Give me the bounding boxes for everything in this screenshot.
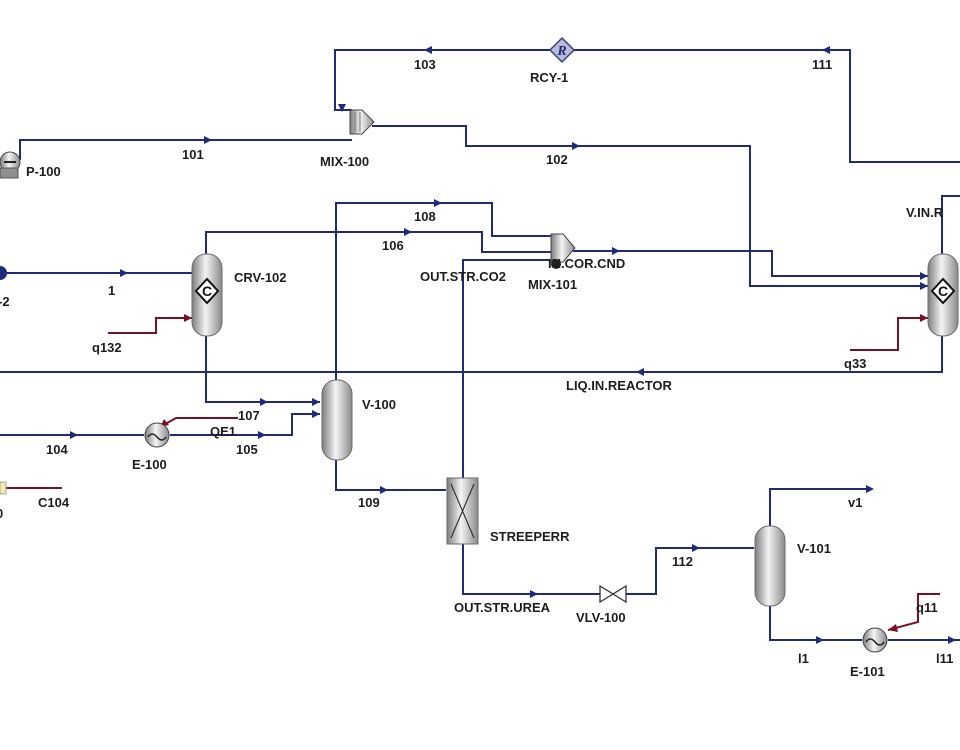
label-stream-112: 112 [672,554,693,569]
reactor-v-in-r[interactable]: C [927,253,959,337]
label-rcy-1: RCY-1 [530,70,568,85]
stream-112[interactable] [626,547,754,595]
label-crv-102: CRV-102 [234,270,287,285]
label-stream-1: 1 [108,283,115,298]
left-partial-unit[interactable] [0,266,7,280]
label-stream-101: 101 [182,147,204,162]
label-vlv-100: VLV-100 [576,610,626,625]
recycle-rcy-1[interactable]: R [548,36,576,64]
label-left-unit: -2 [0,294,10,309]
valve-vlv-100[interactable] [599,584,627,604]
label-q11: q11 [916,600,938,615]
separator-v-101[interactable] [754,525,786,607]
label-stream-102: 102 [546,152,568,167]
stream-109[interactable] [335,460,446,491]
label-stream-l11: l11 [936,651,953,666]
label-v-101: V-101 [797,541,831,556]
label-stream-106: 106 [382,238,404,253]
label-stream-103: 103 [414,57,436,72]
label-in-cor-cnd: IN.COR.CND [548,256,625,271]
source-c104[interactable] [0,481,7,495]
energy-q132[interactable] [108,317,192,334]
pump-p-100[interactable] [0,151,21,179]
stream-105[interactable] [170,413,320,436]
heat-exchanger-e-101[interactable] [862,627,888,653]
unit-labels: RCY-1 P-100 MIX-100 MIX-101 CRV-102 V.IN… [0,70,944,679]
label-stream-107: 107 [238,408,260,423]
stream-111[interactable] [572,49,960,163]
stream-v-in-r[interactable] [941,195,960,254]
label-p-100: P-100 [26,164,61,179]
label-stream-v1: v1 [848,495,862,510]
energy-q11[interactable] [887,593,940,631]
stream-103[interactable] [334,49,552,111]
label-e-101: E-101 [850,664,885,679]
heat-exchanger-e-100[interactable] [144,422,170,448]
mixer-mix-100[interactable] [349,109,375,135]
label-stream-104: 104 [46,442,68,457]
label-liq-in-reactor: LIQ.IN.REACTOR [566,378,673,393]
mixer-mix-101[interactable] [550,233,576,269]
label-out-str-co2: OUT.STR.CO2 [420,269,506,284]
stream-101[interactable] [19,139,352,160]
label-e-100: E-100 [132,457,167,472]
stream-106[interactable] [205,231,553,258]
label-v-in-r: V.IN.R [906,205,944,220]
label-qe1: QE1 [210,424,236,439]
reactor-crv-102[interactable]: C [191,253,223,337]
stream-l1[interactable] [769,606,862,641]
stream-v1[interactable] [769,488,872,526]
separator-v-100[interactable] [321,379,353,461]
v-in-r-c-glyph: C [938,283,948,299]
stream-in-cor-cnd[interactable] [573,250,928,277]
label-stream-109: 109 [358,495,380,510]
energy-q33[interactable] [850,317,928,351]
crv-102-c-glyph: C [202,283,212,299]
energy-streams [0,314,940,632]
label-stream-105: 105 [236,442,258,457]
label-streeperr: STREEPERR [490,529,570,544]
stream-108[interactable] [335,202,553,380]
label-out-str-urea: OUT.STR.UREA [454,600,551,615]
stream-liq-in-reactor[interactable] [0,334,943,373]
label-stream-c104: C104 [38,495,70,510]
stream-out-str-urea[interactable] [462,544,600,595]
label-stream-108: 108 [414,209,436,224]
label-mix-100: MIX-100 [320,154,369,169]
stream-out-str-co2[interactable] [462,259,553,478]
label-left-unit-b: 0 [0,506,3,521]
label-mix-101: MIX-101 [528,277,577,292]
material-streams [0,49,960,641]
stream-107[interactable] [205,336,320,403]
stripper-streeperr[interactable] [446,477,479,545]
label-stream-l1: l1 [798,651,809,666]
label-v-100: V-100 [362,397,396,412]
energy-labels: q132 q33 QE1 q11 [92,340,938,615]
label-q132: q132 [92,340,122,355]
stream-labels: 103 111 101 102 108 106 1 107 105 104 10… [38,57,953,666]
stream-102[interactable] [372,125,928,287]
label-q33: q33 [844,356,866,371]
rcy-symbol: R [556,44,566,59]
label-stream-111: 111 [812,57,832,72]
stream-arrows [70,46,956,644]
